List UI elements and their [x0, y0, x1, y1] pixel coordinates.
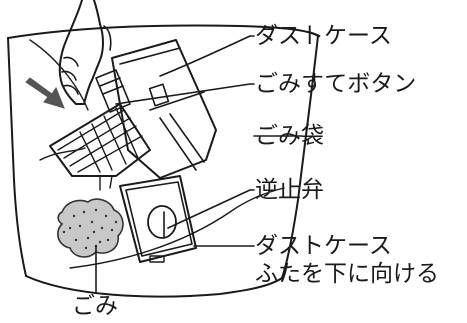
leader-dump-button [115, 83, 255, 105]
hand-illustration [58, 0, 112, 105]
trash-bag-label: ごみ袋 [255, 123, 324, 149]
dust-case-lid-label-line2: ふたを下に向ける [255, 261, 439, 287]
press-direction-arrow-icon [25, 77, 65, 109]
filter-illustration [49, 103, 151, 191]
check-valve-label: 逆止弁 [255, 177, 324, 203]
dust-pile-illustration [57, 198, 124, 258]
dump-button-label: ごみすてボタン [255, 71, 417, 97]
dust-case-lid-illustration [119, 175, 197, 263]
dust-case-illustration [95, 39, 217, 179]
dust-label: ごみ [72, 293, 118, 319]
leader-check-valve [167, 189, 255, 229]
dust-case-lid-label-line1: ダストケース [255, 233, 392, 259]
trash-bag-illustration [7, 24, 319, 298]
leader-dust-case [159, 35, 255, 77]
dust-case-label: ダストケース [255, 23, 392, 49]
leader-lines [95, 35, 303, 293]
